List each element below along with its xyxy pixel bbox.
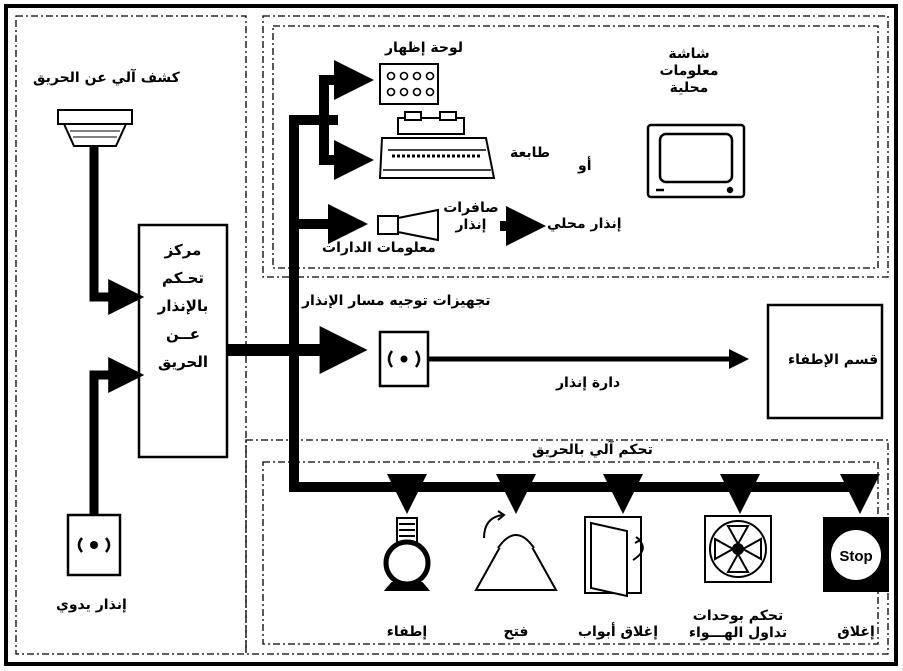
routing-equipment-label: تجهيزات توجيه مسار الإنذار — [302, 293, 491, 309]
alarm-sirens-line-2: إنذار — [455, 217, 487, 233]
control-center-line-4: عــن — [166, 325, 200, 343]
input-connections — [89, 146, 145, 515]
local-alarm-label: إنذار محلي — [547, 216, 622, 232]
manual-alarm-label: إنذار يدوي — [56, 597, 127, 613]
local-info-screen-line-1: شاشة — [668, 46, 710, 62]
monitor-icon — [646, 123, 746, 199]
action-label-close: إغلاق — [837, 624, 875, 640]
printer-label: طابعة — [510, 145, 551, 161]
display-panel-label: لوحة إظهار — [385, 40, 464, 56]
stop-sign-text: Stop — [839, 548, 872, 565]
or-label: أو — [578, 158, 592, 174]
auto-fire-control-label: تحكم آلي بالحريق — [532, 442, 653, 458]
action-label-air-handling: تحكم بوحدات تداول الهـــواء — [688, 608, 788, 641]
circuit-info-label: معلومات الدارات — [322, 240, 436, 256]
control-center-line-3: بالإنذار — [157, 297, 209, 315]
alarm-sirens-label: صافرات إنذار — [440, 200, 502, 234]
local-info-screen-line-2: معلومات — [659, 63, 719, 79]
manual-alarm-icon — [66, 513, 122, 577]
display-panel-icon — [379, 63, 439, 105]
control-center-box — [137, 223, 229, 459]
local-info-screen-line-3: محلية — [669, 80, 709, 96]
open-vent-icon — [474, 510, 558, 591]
auto-detection-label: كشف آلي عن الحريق — [33, 70, 180, 86]
fire-department-box — [766, 303, 884, 420]
action-label-open: فتح — [503, 624, 529, 640]
control-center-line-1: مركز — [164, 241, 202, 259]
input-zone — [15, 15, 247, 655]
printer-icon — [378, 111, 496, 179]
control-center-label: مركز تحـكم بالإنذار عــن الحريق — [139, 236, 227, 376]
action-label-close-doors: إغلاق أبواب — [577, 624, 659, 640]
fire-department-label: قسم الإطفاء — [788, 352, 879, 368]
alarm-circuit-label: دارة إنذار — [556, 375, 621, 391]
control-center-line-2: تحـكم — [161, 269, 205, 287]
smoke-detector-icon — [57, 109, 133, 147]
air-handling-fan-icon — [704, 515, 772, 583]
action-label-extinguish: إطفاء — [386, 624, 428, 640]
routing-equipment-icon — [378, 330, 430, 388]
control-zone — [245, 439, 889, 655]
control-center-line-5: الحريق — [157, 353, 209, 371]
siren-icon — [377, 208, 439, 242]
inner-info-zone — [272, 25, 879, 269]
main-bus — [227, 60, 880, 514]
stop-sign-circle — [831, 530, 881, 580]
alarm-sirens-line-1: صافرات — [443, 200, 499, 216]
local-info-screen-label: شاشة معلومات محلية — [650, 46, 728, 97]
door-closing-icon — [584, 516, 644, 598]
info-output-zone — [262, 15, 889, 278]
extinguishing-sprinkler-icon — [383, 517, 431, 591]
